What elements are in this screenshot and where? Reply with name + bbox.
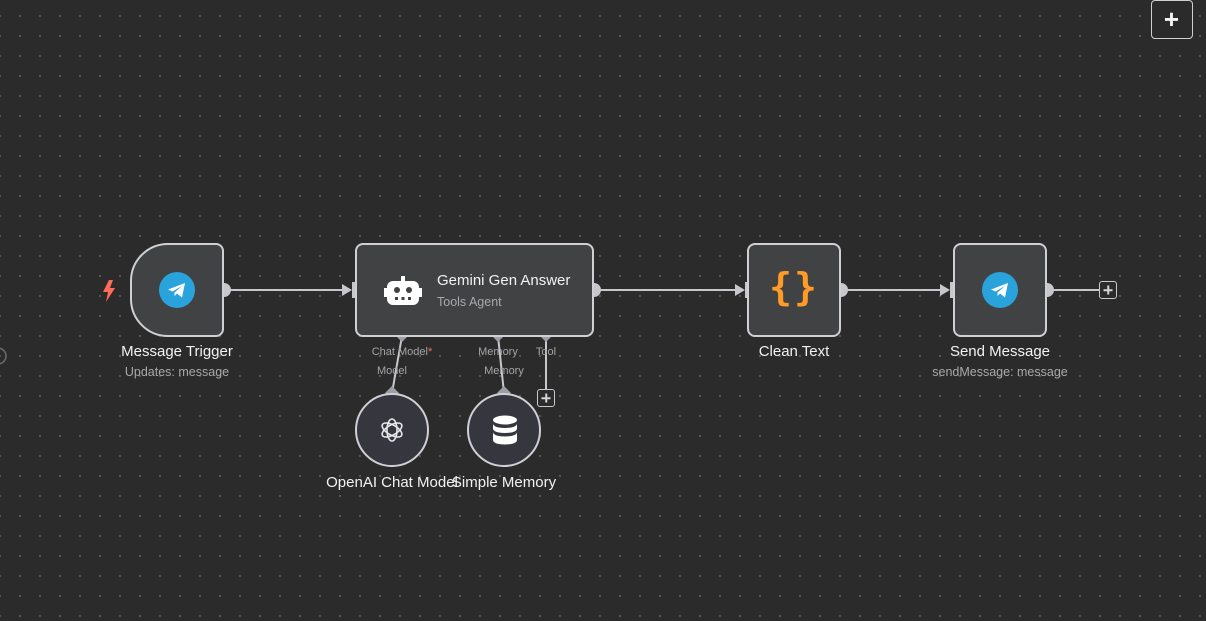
node-title: Send Message — [949, 343, 1051, 360]
node-clean-text[interactable]: {} — [747, 243, 841, 337]
add-tool-button[interactable] — [537, 389, 555, 407]
canvas-edge-handle — [0, 347, 7, 365]
database-icon — [493, 415, 517, 445]
connection-model-to-openai — [391, 335, 403, 394]
node-subtitle: sendMessage: message — [932, 365, 1068, 379]
openai-port-label: Model — [377, 365, 407, 377]
node-title: Clean Text — [758, 343, 830, 360]
node-title: Message Trigger — [121, 343, 233, 360]
tool-port-label: Tool — [535, 346, 557, 358]
add-node-button[interactable]: + — [1151, 0, 1193, 39]
trigger-bolt-icon — [103, 280, 115, 302]
node-title: OpenAI Chat Model — [326, 474, 458, 491]
required-marker: * — [427, 346, 433, 358]
arrow-head — [342, 284, 352, 296]
node-gemini-gen-answer[interactable]: Gemini Gen Answer Tools Agent — [355, 243, 594, 337]
memory-node-port-label: Memory — [484, 365, 524, 377]
connection-memory-to-memory — [497, 335, 505, 394]
node-openai-chat-model[interactable] — [355, 393, 429, 467]
telegram-icon — [982, 272, 1018, 308]
node-simple-memory[interactable] — [467, 393, 541, 467]
node-title: Gemini Gen Answer — [437, 272, 571, 289]
chat-model-label: Chat Model — [371, 346, 428, 358]
node-message-trigger[interactable] — [130, 243, 224, 337]
node-subtitle: Updates: message — [124, 365, 230, 379]
openai-icon — [381, 418, 403, 442]
code-braces-icon: {} — [769, 265, 819, 309]
node-subtitle: Tools Agent — [437, 295, 502, 309]
node-send-message[interactable] — [953, 243, 1047, 337]
arrow-head — [940, 284, 950, 296]
arrow-head — [735, 284, 745, 296]
chat-model-port-label: Chat Model* — [362, 346, 442, 358]
robot-icon — [384, 276, 422, 305]
telegram-icon — [159, 272, 195, 308]
plus-icon: + — [1163, 4, 1180, 34]
add-next-node-button[interactable] — [1099, 281, 1117, 299]
memory-port-label: Memory — [478, 346, 518, 358]
node-title: Simple Memory — [451, 474, 557, 491]
